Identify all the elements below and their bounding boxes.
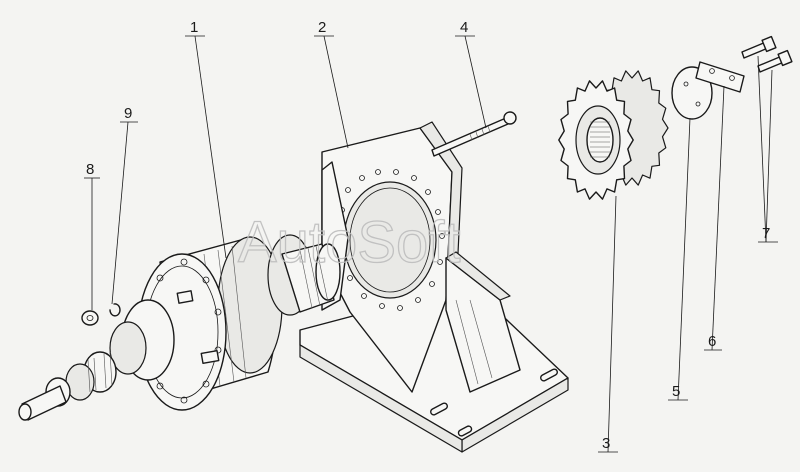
callout-labels: 1 2 3 4 5 6 7 8 9: [86, 19, 770, 452]
rotor-assembly: [18, 234, 341, 421]
support-bracket: [299, 121, 569, 453]
callout-1: 1: [190, 19, 198, 36]
watermark: AutoSoft: [238, 210, 460, 275]
callout-9: 9: [124, 105, 132, 122]
lock-plate: [695, 61, 745, 93]
callout-leaders: [84, 35, 778, 453]
callout-4: 4: [460, 19, 468, 36]
sprocket-bore: [586, 117, 614, 163]
screws: [741, 35, 793, 73]
callout-7: 7: [762, 225, 770, 242]
retaining-ring: [109, 303, 121, 317]
callout-3: 3: [602, 435, 610, 452]
nut: [81, 310, 99, 326]
long-bolt: [431, 111, 517, 157]
callout-5: 5: [672, 383, 680, 400]
callout-8: 8: [86, 161, 94, 178]
callout-2: 2: [318, 19, 326, 36]
sprocket-gear: [558, 70, 669, 200]
callout-6: 6: [708, 333, 716, 350]
